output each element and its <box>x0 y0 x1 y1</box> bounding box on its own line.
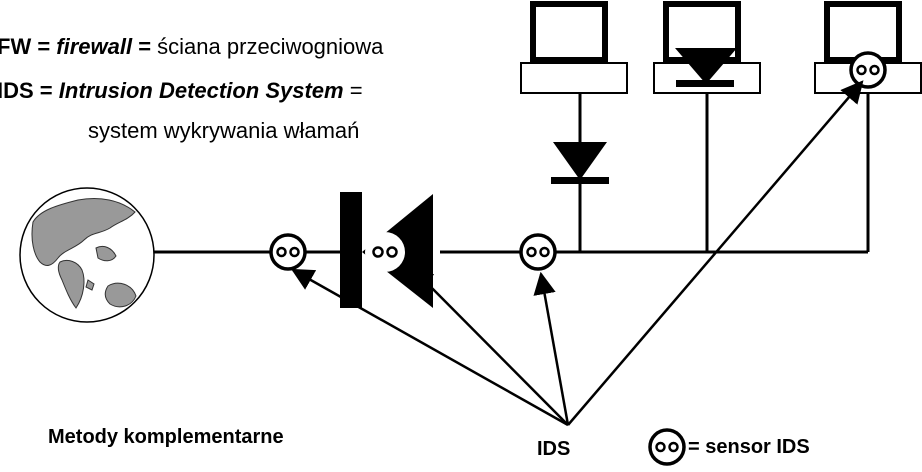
ids-arrows <box>291 80 864 427</box>
ids-sensor-icon <box>269 233 307 271</box>
ids-sensor-icon <box>365 232 405 272</box>
definition-ids: IDS = Intrusion Detection System = <box>0 78 363 104</box>
computer-icon-2 <box>653 1 761 94</box>
ids-sensor-icon <box>519 233 557 271</box>
ids-eq: = <box>33 78 59 103</box>
fw-eq2: = <box>132 34 158 59</box>
ids-sensor-icon <box>849 51 887 89</box>
fw-term: firewall <box>56 34 133 59</box>
ids-eq2: = <box>343 78 363 103</box>
host-firewall-icon <box>551 142 609 184</box>
definition-fw: FW = firewall = ściana przeciwogniowa <box>0 34 383 60</box>
globe-icon <box>19 187 155 323</box>
computer-icon-1 <box>520 1 628 94</box>
fw-meaning: ściana przeciwogniowa <box>157 34 384 59</box>
sensor-key-caption: = sensor IDS <box>688 436 810 458</box>
computer-icon-3 <box>814 1 922 94</box>
fw-eq: = <box>31 34 57 59</box>
ids-term: Intrusion Detection System <box>58 78 344 103</box>
ids-abbr: IDS <box>0 78 34 103</box>
ids-caption: IDS <box>537 438 571 460</box>
network-line <box>154 92 870 254</box>
method-caption: Metody komplementarne <box>48 426 284 448</box>
fw-abbr: FW <box>0 34 32 59</box>
legend-sensor-icon <box>648 428 686 466</box>
definition-ids-meaning: system wykrywania włamań <box>88 118 360 143</box>
